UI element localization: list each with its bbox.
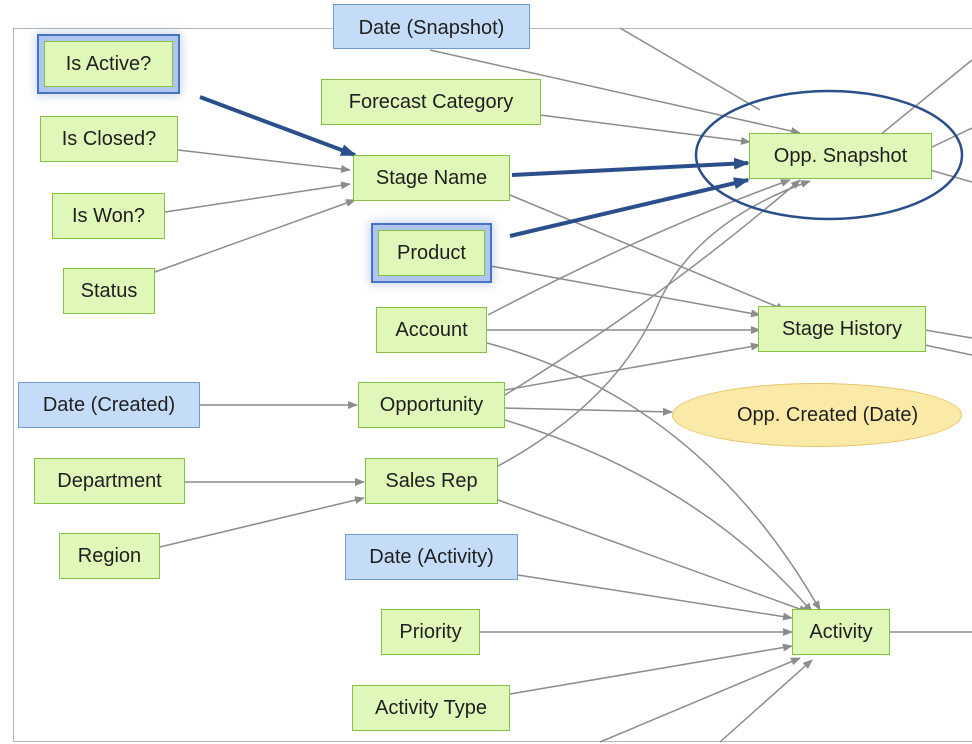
node-date-activity-label: Date (Activity) — [369, 545, 494, 568]
node-opportunity-label: Opportunity — [379, 393, 484, 416]
node-is-active-label: Is Active? — [65, 52, 152, 75]
opp-snapshot-circle — [694, 89, 964, 221]
node-region: Region — [59, 533, 160, 579]
node-department-label: Department — [57, 469, 162, 492]
node-date-created-label: Date (Created) — [42, 393, 176, 416]
edge-top-3 — [929, 127, 972, 149]
edge-account-activity — [486, 342, 821, 611]
node-region-label: Region — [77, 544, 142, 567]
node-date-snapshot: Date (Snapshot) — [333, 4, 530, 49]
edge-top-5 — [924, 329, 972, 339]
node-date-activity: Date (Activity) — [345, 534, 518, 580]
node-date-created: Date (Created) — [18, 382, 200, 428]
edge-top-2 — [879, 59, 972, 136]
edge-product-stagehistory — [484, 264, 761, 318]
node-sales-rep: Sales Rep — [365, 458, 498, 504]
edge-salesrep-oppsnapshot — [497, 180, 811, 467]
node-stage-name: Stage Name — [353, 155, 510, 201]
edge-dateactivity-activity — [517, 574, 793, 621]
node-activity-type: Activity Type — [352, 685, 510, 731]
node-date-snapshot-label: Date (Snapshot) — [358, 17, 505, 39]
node-is-closed: Is Closed? — [40, 116, 178, 162]
node-status: Status — [63, 268, 155, 314]
edge-activitytype-activity — [509, 643, 793, 695]
node-is-won-label: Is Won? — [72, 204, 145, 227]
edge-opportunity-oppsnapshot — [504, 179, 801, 396]
edge-bottom-1 — [599, 657, 801, 743]
edge-account-oppsnapshot — [487, 179, 791, 316]
node-activity: Activity — [792, 609, 890, 655]
edge-datesnapshot-oppsnapshot — [429, 49, 801, 135]
node-opp-created-date: Opp. Created (Date) — [672, 383, 962, 447]
node-department: Department — [34, 458, 185, 504]
node-stage-history: Stage History — [758, 306, 926, 352]
node-priority-label: Priority — [399, 620, 462, 643]
highlight-arrow-product-oppsnapshot — [509, 177, 750, 238]
node-is-closed-label: Is Closed? — [61, 127, 157, 150]
edge-stagename-stagehistory — [509, 194, 786, 311]
node-account-label: Account — [395, 318, 468, 341]
node-product-label: Product — [397, 241, 466, 264]
edge-opportunity-activity — [504, 419, 813, 613]
node-stage-name-label: Stage Name — [375, 166, 488, 189]
node-opportunity: Opportunity — [358, 382, 505, 428]
edge-salesrep-activity — [497, 499, 809, 613]
edge-region-salesrep — [159, 496, 365, 548]
node-account: Account — [376, 307, 487, 353]
edge-opportunity-stagehistory — [504, 342, 761, 391]
node-activity-type-label: Activity Type — [375, 696, 487, 719]
edge-isclosed-stagename — [177, 149, 351, 173]
node-is-active: Is Active? — [44, 41, 173, 87]
node-opp-snapshot: Opp. Snapshot — [749, 133, 932, 179]
edge-forecast-oppsnapshot — [539, 114, 751, 145]
edge-top-1 — [619, 27, 761, 111]
node-forecast-category: Forecast Category — [321, 79, 541, 125]
node-activity-label: Activity — [809, 620, 873, 643]
node-opp-created-date-label: Opp. Created (Date) — [737, 403, 919, 426]
highlight-arrow-isactive-stagename — [199, 95, 357, 157]
node-forecast-category-label: Forecast Category — [348, 90, 514, 113]
edge-iswon-stagename — [164, 181, 351, 213]
edge-top-4 — [929, 169, 972, 183]
node-product: Product — [378, 230, 485, 276]
node-is-won: Is Won? — [52, 193, 165, 239]
node-stage-history-label: Stage History — [781, 317, 903, 340]
node-priority: Priority — [381, 609, 480, 655]
edge-status-stagename — [154, 199, 356, 273]
node-sales-rep-label: Sales Rep — [385, 469, 478, 492]
edge-opportunity-oppcreated — [504, 407, 673, 416]
node-opp-snapshot-label: Opp. Snapshot — [773, 144, 908, 167]
edge-bottom-2 — [719, 659, 813, 743]
highlight-arrow-stagename-oppsnapshot — [511, 157, 750, 177]
edge-top-6 — [924, 344, 972, 356]
node-status-label: Status — [80, 279, 138, 302]
